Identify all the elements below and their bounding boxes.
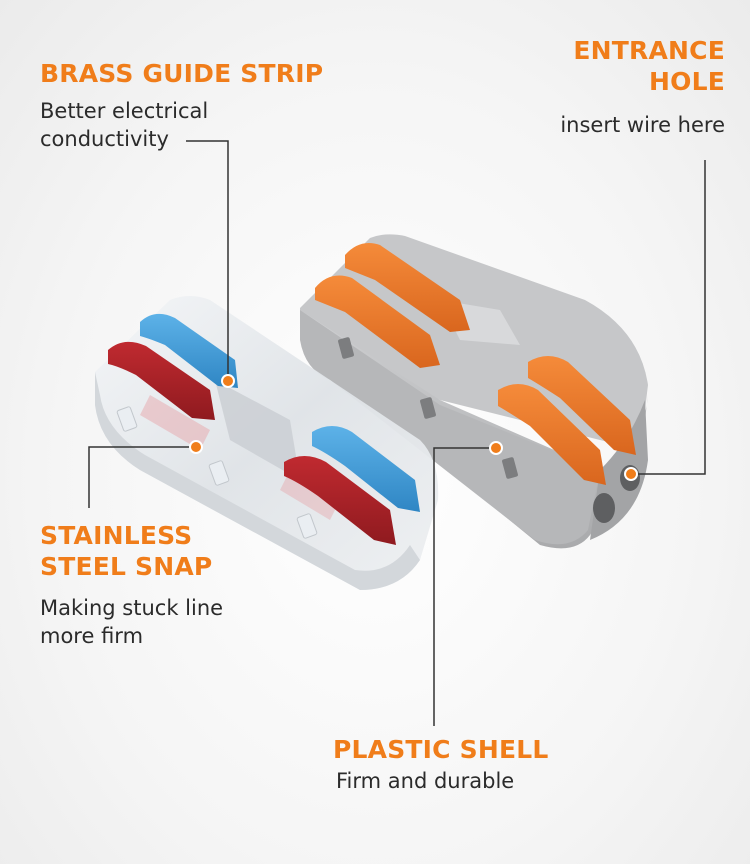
entrance-hole-description: insert wire here (560, 113, 725, 137)
lever-icon (140, 313, 238, 388)
brass-guide-strip-description: Better electrical conductivity (40, 99, 209, 151)
lever-icon (284, 456, 396, 545)
entrance-hole-title: ENTRANCE HOLE (573, 36, 725, 96)
stainless-steel-snap-description: Making stuck line more firm (40, 596, 224, 648)
callout-dot-icon (189, 440, 203, 454)
brass-guide-strip-title: BRASS GUIDE STRIP (40, 59, 324, 88)
gray-connector (300, 234, 648, 549)
leader-line-snap (88, 446, 196, 508)
leader-lines (88, 140, 706, 726)
leader-line-shell (433, 447, 496, 726)
transparent-connector (95, 296, 439, 590)
callout-dot-icon (624, 467, 638, 481)
lever-icon (312, 426, 420, 512)
lever-icon (528, 356, 636, 455)
lever-icon (345, 242, 470, 332)
leader-line-entrance (631, 160, 706, 475)
plastic-shell-title: PLASTIC SHELL (333, 735, 549, 764)
callout-dot-icon (221, 374, 235, 388)
lever-icon (498, 384, 606, 485)
leader-line-brass (186, 140, 229, 381)
stainless-steel-snap-title: STAINLESS STEEL SNAP (40, 521, 213, 581)
wire-hole-icon (593, 493, 615, 523)
lever-icon (315, 275, 440, 368)
plastic-shell-description: Firm and durable (336, 769, 515, 793)
callout-dots (189, 374, 638, 481)
lever-icon (108, 341, 215, 420)
callout-dot-icon (489, 441, 503, 455)
